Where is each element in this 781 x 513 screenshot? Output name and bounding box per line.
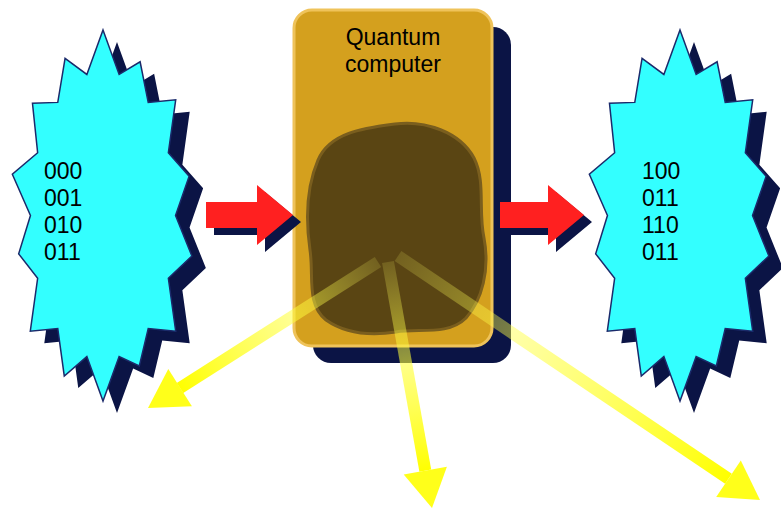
output-ray [388, 262, 425, 471]
burst-node: 000 001 010 011 [8, 28, 198, 403]
starburst-fill [12, 30, 192, 401]
burst-node: 100 011 110 011 [585, 28, 775, 403]
flow-arrow-group [500, 185, 592, 252]
process-box: Quantum computer [294, 10, 492, 346]
bit-strings: 000 001 010 011 [44, 158, 92, 266]
output-ray-head [716, 461, 760, 500]
output-ray-head [148, 369, 192, 408]
flow-arrow [206, 185, 293, 245]
starburst-outline [8, 28, 198, 403]
flow-arrow [500, 185, 584, 245]
box-label: Quantum computer [318, 24, 468, 78]
bit-strings: 100 011 110 011 [642, 158, 690, 266]
starburst-fill [589, 30, 769, 401]
output-ray [180, 262, 378, 388]
output-ray-head [404, 467, 447, 508]
starburst-outline [585, 28, 775, 403]
flow-arrow-group [206, 185, 301, 252]
